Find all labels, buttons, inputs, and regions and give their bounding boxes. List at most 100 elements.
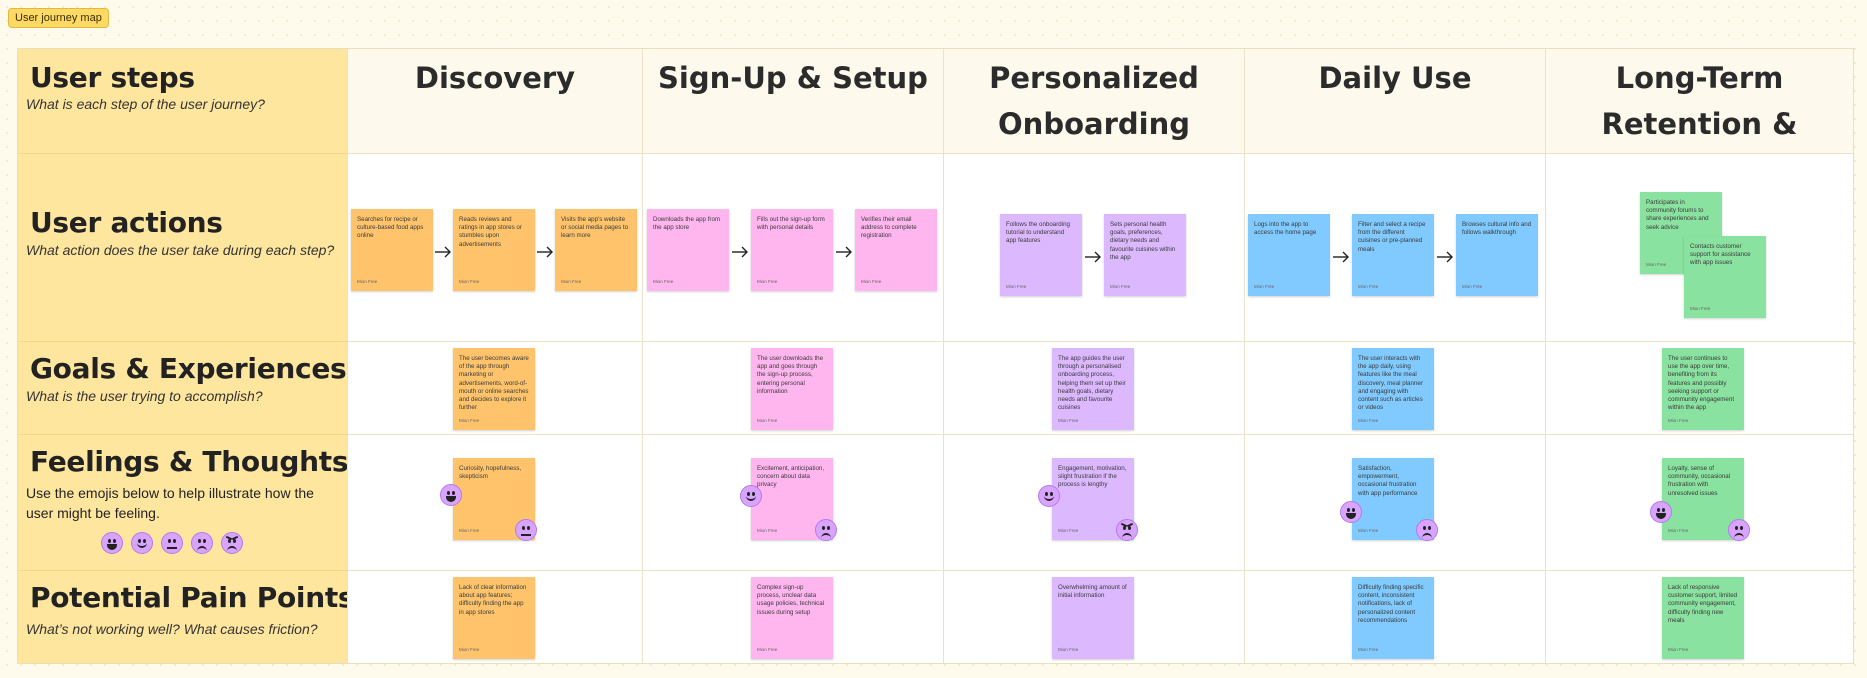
note-text: Overwhelming amount of initial informati… <box>1058 584 1127 600</box>
note-author: Mion Free <box>459 278 480 284</box>
note-author: Mion Free <box>357 278 378 284</box>
sticky-note[interactable]: The app guides the user through a person… <box>1052 348 1134 430</box>
column-header-discovery: Discovery <box>347 49 642 154</box>
note-author: Mion Free <box>1058 417 1079 423</box>
note-text: Lack of responsive customer support, lim… <box>1668 584 1738 624</box>
cell-feelings-signup <box>642 435 943 571</box>
note-text: Contacts customer support for assistance… <box>1690 243 1751 267</box>
arrow-right-icon <box>435 246 451 258</box>
note-text: Reads reviews and ratings in app stores … <box>459 216 522 248</box>
angry-face-icon[interactable] <box>221 532 243 554</box>
board-tag[interactable]: User journey map <box>8 8 109 28</box>
sticky-note[interactable]: Visits the app's website or social media… <box>555 209 637 291</box>
note-author: Mion Free <box>1690 305 1711 311</box>
frowning-face-icon[interactable] <box>1728 519 1750 541</box>
note-text: The app guides the user through a person… <box>1058 355 1126 412</box>
note-author: Mion Free <box>653 278 674 284</box>
neutral-face-icon[interactable] <box>515 519 537 541</box>
grinning-face-icon[interactable] <box>440 484 462 506</box>
row-title: User steps <box>30 61 195 94</box>
note-text: The user downloads the app and goes thro… <box>757 355 824 395</box>
row-subtitle: What’s not working well? What causes fri… <box>26 621 318 637</box>
neutral-face-icon[interactable] <box>161 532 183 554</box>
sticky-note[interactable]: Filter and select a recipe from the diff… <box>1352 214 1434 296</box>
note-text: The user becomes aware of the app throug… <box>459 355 529 412</box>
sticky-note[interactable]: Complex sign-up process, unclear data us… <box>751 577 833 659</box>
sticky-note[interactable]: Follows the onboarding tutorial to under… <box>1000 214 1082 296</box>
note-text: The user continues to use the app over t… <box>1668 355 1735 412</box>
column-title-line2: Onboarding <box>998 107 1190 141</box>
row-header-steps: User steps What is each step of the user… <box>18 49 347 154</box>
sticky-note[interactable]: Contacts customer support for assistance… <box>1684 236 1766 318</box>
note-text: Filter and select a recipe from the diff… <box>1358 221 1426 253</box>
note-text: Verifies their email address to complete… <box>861 216 917 240</box>
sticky-note[interactable]: Lack of responsive customer support, lim… <box>1662 577 1744 659</box>
sticky-note[interactable]: Lack of clear information about app feat… <box>453 577 535 659</box>
grinning-face-icon[interactable] <box>1650 501 1672 523</box>
arrow-right-icon <box>1085 251 1101 263</box>
note-text: Participates in community forums to shar… <box>1646 199 1709 231</box>
emoji-palette <box>101 532 251 558</box>
note-text: The user interacts with the app daily, u… <box>1358 355 1423 412</box>
sticky-note[interactable]: Excitement, anticipation, concern about … <box>751 458 833 540</box>
smiling-face-icon[interactable] <box>1038 485 1060 507</box>
row-header-pain-points: Potential Pain Points What’s not working… <box>18 571 355 663</box>
note-author: Mion Free <box>861 278 882 284</box>
note-text: Searches for recipe or culture-based foo… <box>357 216 424 240</box>
note-author: Mion Free <box>1646 261 1667 267</box>
note-text: Complex sign-up process, unclear data us… <box>757 584 825 616</box>
note-author: Mion Free <box>1358 283 1379 289</box>
row-header-goals: Goals & Experiences What is the user try… <box>18 342 347 435</box>
note-text: Logs into the app to access the home pag… <box>1254 221 1317 237</box>
cell-actions-onboarding <box>943 154 1244 342</box>
column-title: Discovery <box>414 61 576 95</box>
sticky-note[interactable]: Logs into the app to access the home pag… <box>1248 214 1330 296</box>
note-text: Lack of clear information about app feat… <box>459 584 527 616</box>
smiling-face-icon[interactable] <box>740 485 762 507</box>
arrow-right-icon <box>836 246 852 258</box>
frowning-face-icon[interactable] <box>1416 519 1438 541</box>
note-author: Mion Free <box>1006 283 1027 289</box>
sticky-note[interactable]: Searches for recipe or culture-based foo… <box>351 209 433 291</box>
note-author: Mion Free <box>1668 646 1689 652</box>
sticky-note[interactable]: The user interacts with the app daily, u… <box>1352 348 1434 430</box>
grinning-face-icon[interactable] <box>101 532 123 554</box>
note-author: Mion Free <box>757 527 778 533</box>
note-author: Mion Free <box>1462 283 1483 289</box>
grinning-face-icon[interactable] <box>1340 501 1362 523</box>
column-header-daily-use: Daily Use <box>1244 49 1545 154</box>
sticky-note[interactable]: Reads reviews and ratings in app stores … <box>453 209 535 291</box>
note-author: Mion Free <box>1358 417 1379 423</box>
frowning-face-icon[interactable] <box>815 519 837 541</box>
sticky-note[interactable]: Verifies their email address to complete… <box>855 209 937 291</box>
note-author: Mion Free <box>561 278 582 284</box>
note-text: Difficulty finding specific content, inc… <box>1358 584 1424 624</box>
sticky-note[interactable]: Overwhelming amount of initial informati… <box>1052 577 1134 659</box>
sticky-note[interactable]: The user becomes aware of the app throug… <box>453 348 535 430</box>
angry-face-icon[interactable] <box>1116 519 1138 541</box>
note-text: Browses cultural info and follows walkth… <box>1462 221 1532 237</box>
sticky-note[interactable]: Browses cultural info and follows walkth… <box>1456 214 1538 296</box>
sticky-note[interactable]: The user downloads the app and goes thro… <box>751 348 833 430</box>
row-description: Use the emojis below to help illustrate … <box>26 485 314 521</box>
sticky-note[interactable]: Sets personal health goals, preferences,… <box>1104 214 1186 296</box>
sticky-note[interactable]: Fills out the sign-up form with personal… <box>751 209 833 291</box>
frowning-face-icon[interactable] <box>191 532 213 554</box>
column-header-onboarding: Personalized Onboarding <box>943 49 1244 154</box>
arrow-right-icon <box>1437 251 1453 263</box>
smiling-face-icon[interactable] <box>131 532 153 554</box>
row-title: Feelings & Thoughts <box>30 445 349 478</box>
sticky-note[interactable]: The user continues to use the app over t… <box>1662 348 1744 430</box>
row-header-feelings: Feelings & Thoughts Use the emojis below… <box>18 435 349 571</box>
note-text: Fills out the sign-up form with personal… <box>757 216 825 232</box>
column-title: Personalized <box>989 61 1199 95</box>
sticky-note[interactable]: Difficulty finding specific content, inc… <box>1352 577 1434 659</box>
note-text: Follows the onboarding tutorial to under… <box>1006 221 1070 245</box>
note-text: Downloads the app from the app store <box>653 216 721 232</box>
note-author: Mion Free <box>1668 527 1689 533</box>
journey-map-board: User steps What is each step of the user… <box>17 48 1854 664</box>
column-header-signup: Sign-Up & Setup <box>642 49 943 154</box>
note-text: Curiosity, hopefulness, skepticism <box>459 465 522 481</box>
